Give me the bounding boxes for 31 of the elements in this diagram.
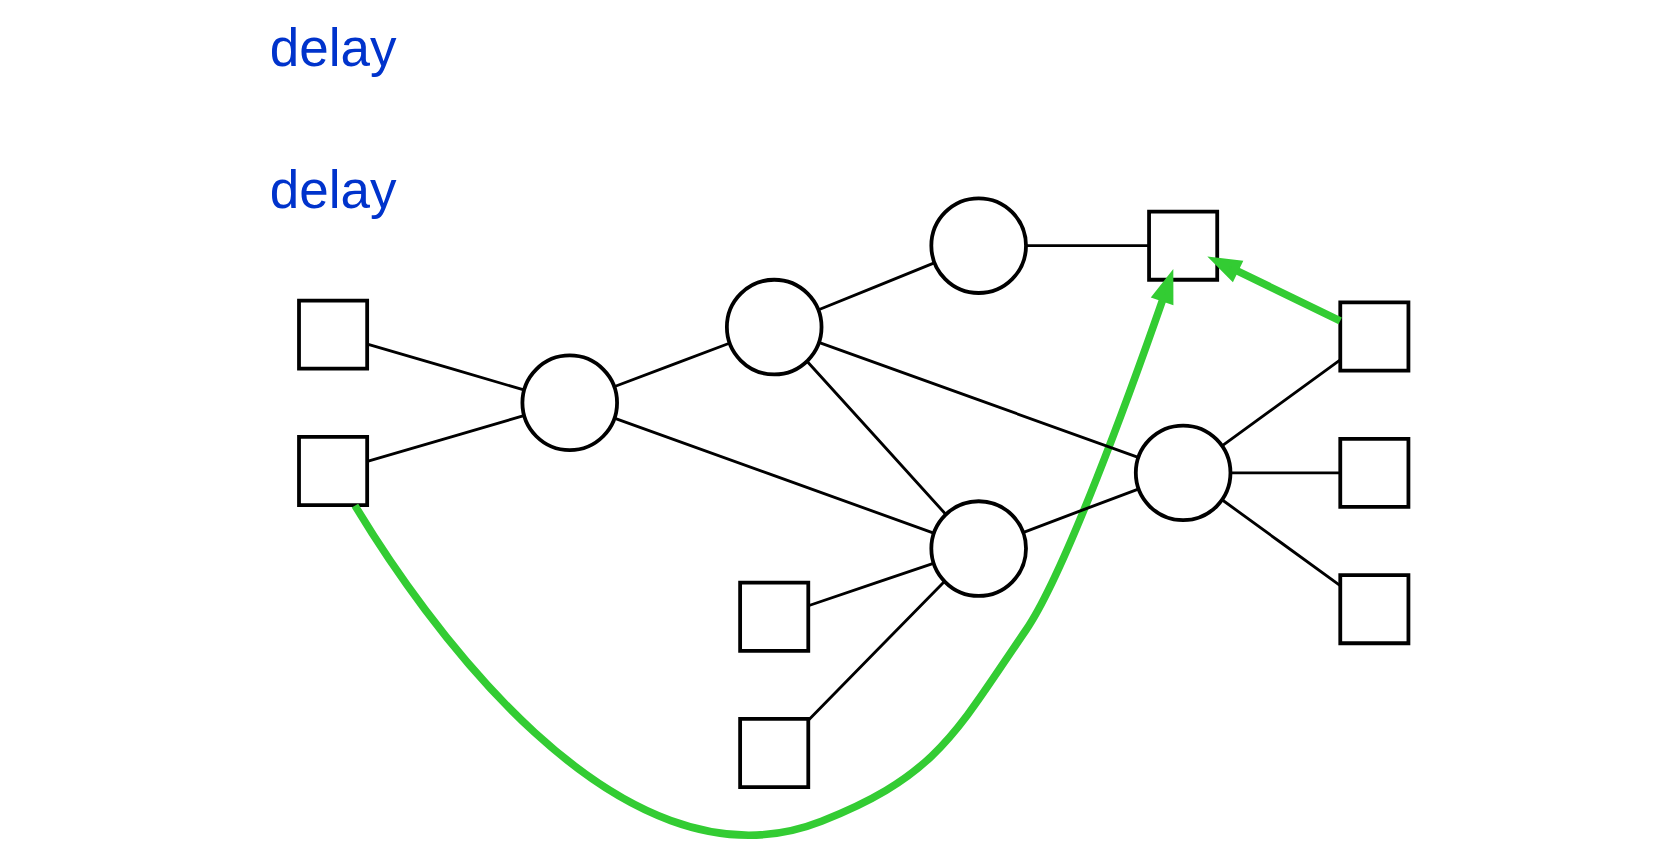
node-circle bbox=[928, 499, 1028, 598]
connector bbox=[366, 414, 524, 463]
connector bbox=[366, 342, 524, 392]
node-box bbox=[737, 717, 810, 789]
connector bbox=[613, 341, 730, 388]
connector bbox=[818, 341, 1139, 459]
node-box bbox=[296, 435, 369, 507]
connector bbox=[614, 417, 934, 535]
node-box bbox=[296, 298, 369, 371]
node-box bbox=[1337, 573, 1410, 646]
node-circle bbox=[928, 196, 1028, 295]
node-circle bbox=[724, 277, 823, 377]
node-box bbox=[1146, 209, 1219, 282]
arrow bbox=[1206, 256, 1342, 325]
connector bbox=[1220, 498, 1341, 587]
connector bbox=[807, 561, 934, 608]
connector bbox=[1025, 244, 1149, 248]
label: delay bbox=[269, 17, 396, 77]
node-box bbox=[1337, 300, 1410, 373]
node-box bbox=[1337, 436, 1410, 509]
connector bbox=[1220, 359, 1341, 448]
node-box bbox=[737, 580, 810, 653]
connector bbox=[817, 261, 935, 312]
arrow bbox=[351, 269, 1173, 838]
label: delay bbox=[269, 159, 396, 219]
connector bbox=[1022, 487, 1139, 534]
connector bbox=[806, 581, 945, 722]
node-circle bbox=[520, 353, 619, 453]
node-circle bbox=[1133, 423, 1232, 523]
connector bbox=[805, 360, 947, 515]
connector bbox=[1230, 471, 1340, 475]
